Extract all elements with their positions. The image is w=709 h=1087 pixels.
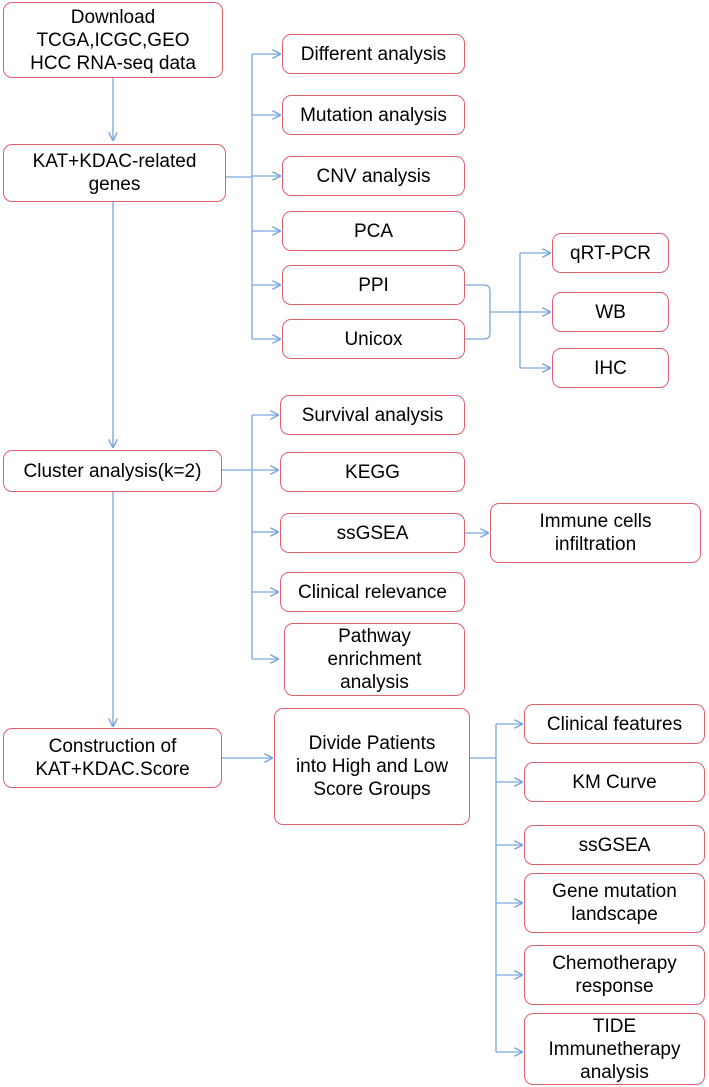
clinical-features-box: Clinical features	[524, 704, 705, 744]
kegg-box: KEGG	[280, 452, 465, 492]
clinical-relevance-box: Clinical relevance	[280, 572, 465, 612]
cnv-analysis-box: CNV analysis	[282, 156, 465, 196]
tide-immunotherapy-box: TIDE Immunetherapy analysis	[524, 1013, 705, 1085]
qrt-pcr-box: qRT-PCR	[552, 233, 669, 273]
wb-box: WB	[552, 292, 669, 332]
survival-analysis-box: Survival analysis	[280, 395, 465, 435]
construction-score-box: Construction of KAT+KDAC.Score	[3, 728, 222, 788]
mutation-analysis-box: Mutation analysis	[282, 95, 465, 135]
ihc-box: IHC	[552, 348, 669, 388]
ssgsea-score-box: ssGSEA	[524, 825, 705, 865]
unicox-box: Unicox	[282, 319, 465, 359]
divide-patients-box: Divide Patients into High and Low Score …	[274, 708, 470, 825]
kat-kdac-genes-box: KAT+KDAC-related genes	[3, 144, 226, 202]
pca-box: PCA	[282, 211, 465, 251]
ssgsea-cluster-box: ssGSEA	[280, 513, 465, 553]
ppi-box: PPI	[282, 265, 465, 305]
immune-cells-box: Immune cells infiltration	[490, 503, 701, 563]
different-analysis-box: Different analysis	[282, 34, 465, 74]
cluster-analysis-box: Cluster analysis(k=2)	[3, 450, 222, 492]
gene-mutation-landscape-box: Gene mutation landscape	[524, 873, 705, 933]
chemotherapy-response-box: Chemotherapy response	[524, 945, 705, 1005]
pathway-enrichment-box: Pathway enrichment analysis	[284, 623, 465, 696]
km-curve-box: KM Curve	[524, 762, 705, 802]
download-data-box: Download TCGA,ICGC,GEO HCC RNA-seq data	[3, 2, 223, 78]
